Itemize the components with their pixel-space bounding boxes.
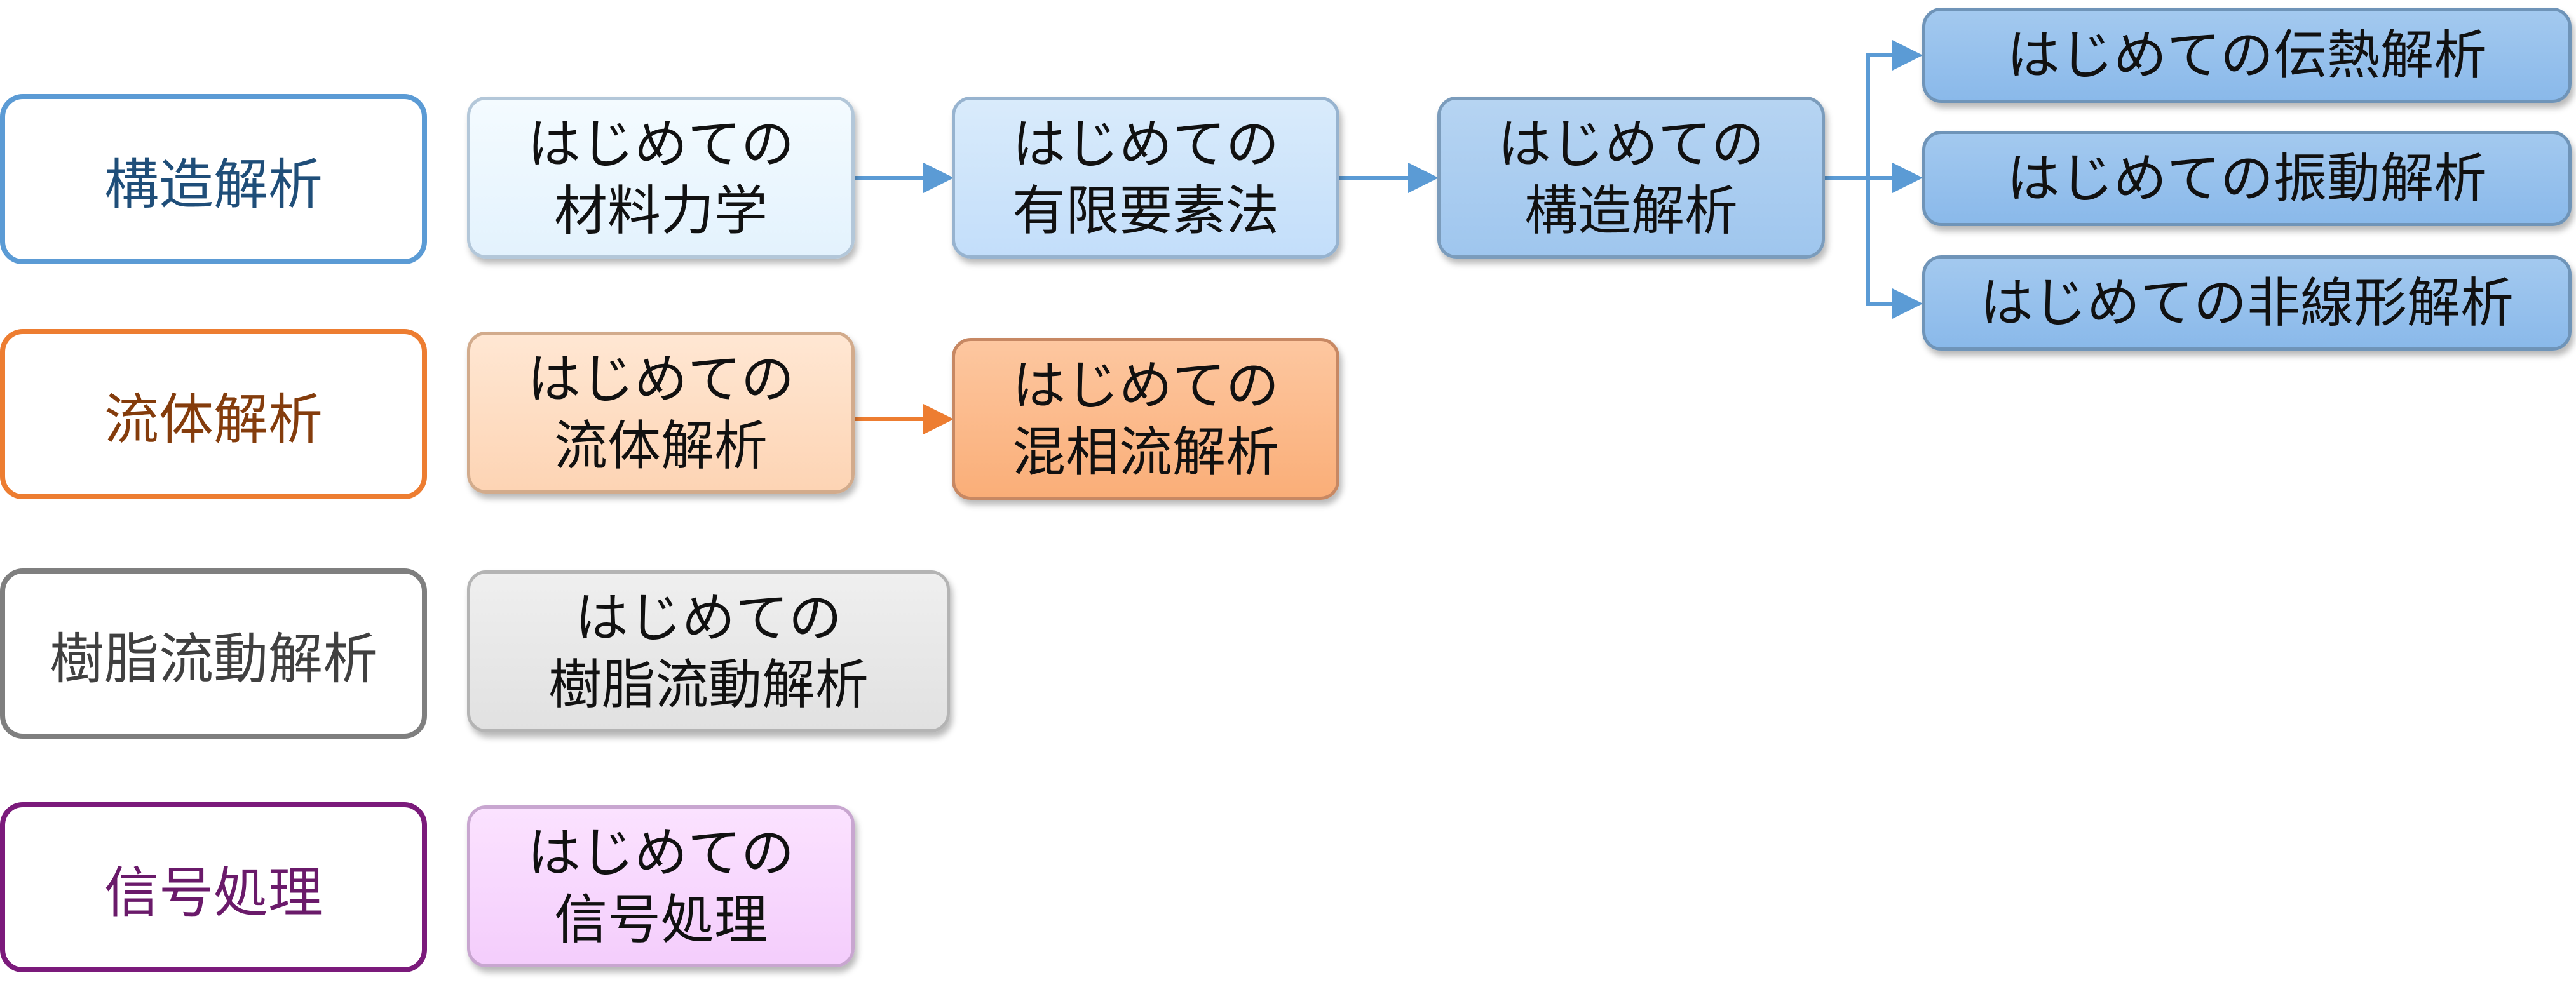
- course-line-2: 混相流解析: [1012, 420, 1279, 483]
- course-line-1: はじめての: [1497, 112, 1765, 175]
- course-signal-processing[interactable]: はじめての 信号処理: [467, 805, 855, 967]
- course-line-1: はじめての: [574, 586, 842, 649]
- course-label: はじめての伝熱解析: [2006, 24, 2487, 86]
- course-line-1: はじめての: [527, 821, 794, 884]
- category-signal: 信号処理: [0, 802, 427, 972]
- course-line-2: 構造解析: [1524, 179, 1738, 242]
- category-structural-label: 構造解析: [104, 152, 323, 217]
- category-structural: 構造解析: [0, 94, 427, 264]
- course-line-1: はじめての: [1012, 112, 1279, 175]
- category-resin: 樹脂流動解析: [0, 568, 427, 739]
- course-line-2: 材料力学: [553, 179, 768, 242]
- course-line-1: はじめての: [1012, 354, 1279, 417]
- course-fluid-analysis[interactable]: はじめての 流体解析: [467, 332, 855, 494]
- course-nonlinear[interactable]: はじめての非線形解析: [1922, 255, 2572, 351]
- course-label: はじめての振動解析: [2006, 147, 2487, 210]
- category-fluid: 流体解析: [0, 329, 427, 499]
- course-heat-transfer[interactable]: はじめての伝熱解析: [1922, 8, 2572, 103]
- course-label: はじめての非線形解析: [1979, 271, 2514, 334]
- course-structural-analysis[interactable]: はじめての 構造解析: [1437, 97, 1825, 259]
- course-line-2: 有限要素法: [1012, 179, 1279, 242]
- category-resin-label: 樹脂流動解析: [50, 627, 377, 691]
- course-line-2: 流体解析: [553, 414, 768, 477]
- course-line-2: 信号処理: [553, 888, 768, 951]
- course-line-2: 樹脂流動解析: [548, 653, 869, 716]
- course-vibration[interactable]: はじめての振動解析: [1922, 131, 2572, 226]
- category-fluid-label: 流体解析: [104, 387, 323, 452]
- course-line-1: はじめての: [527, 347, 794, 410]
- course-line-1: はじめての: [527, 112, 794, 175]
- course-fem[interactable]: はじめての 有限要素法: [952, 97, 1339, 259]
- course-multiphase-flow[interactable]: はじめての 混相流解析: [952, 338, 1339, 500]
- category-signal-label: 信号処理: [104, 861, 323, 925]
- course-materials-mechanics[interactable]: はじめての 材料力学: [467, 97, 855, 259]
- course-resin-flow[interactable]: はじめての 樹脂流動解析: [467, 570, 950, 732]
